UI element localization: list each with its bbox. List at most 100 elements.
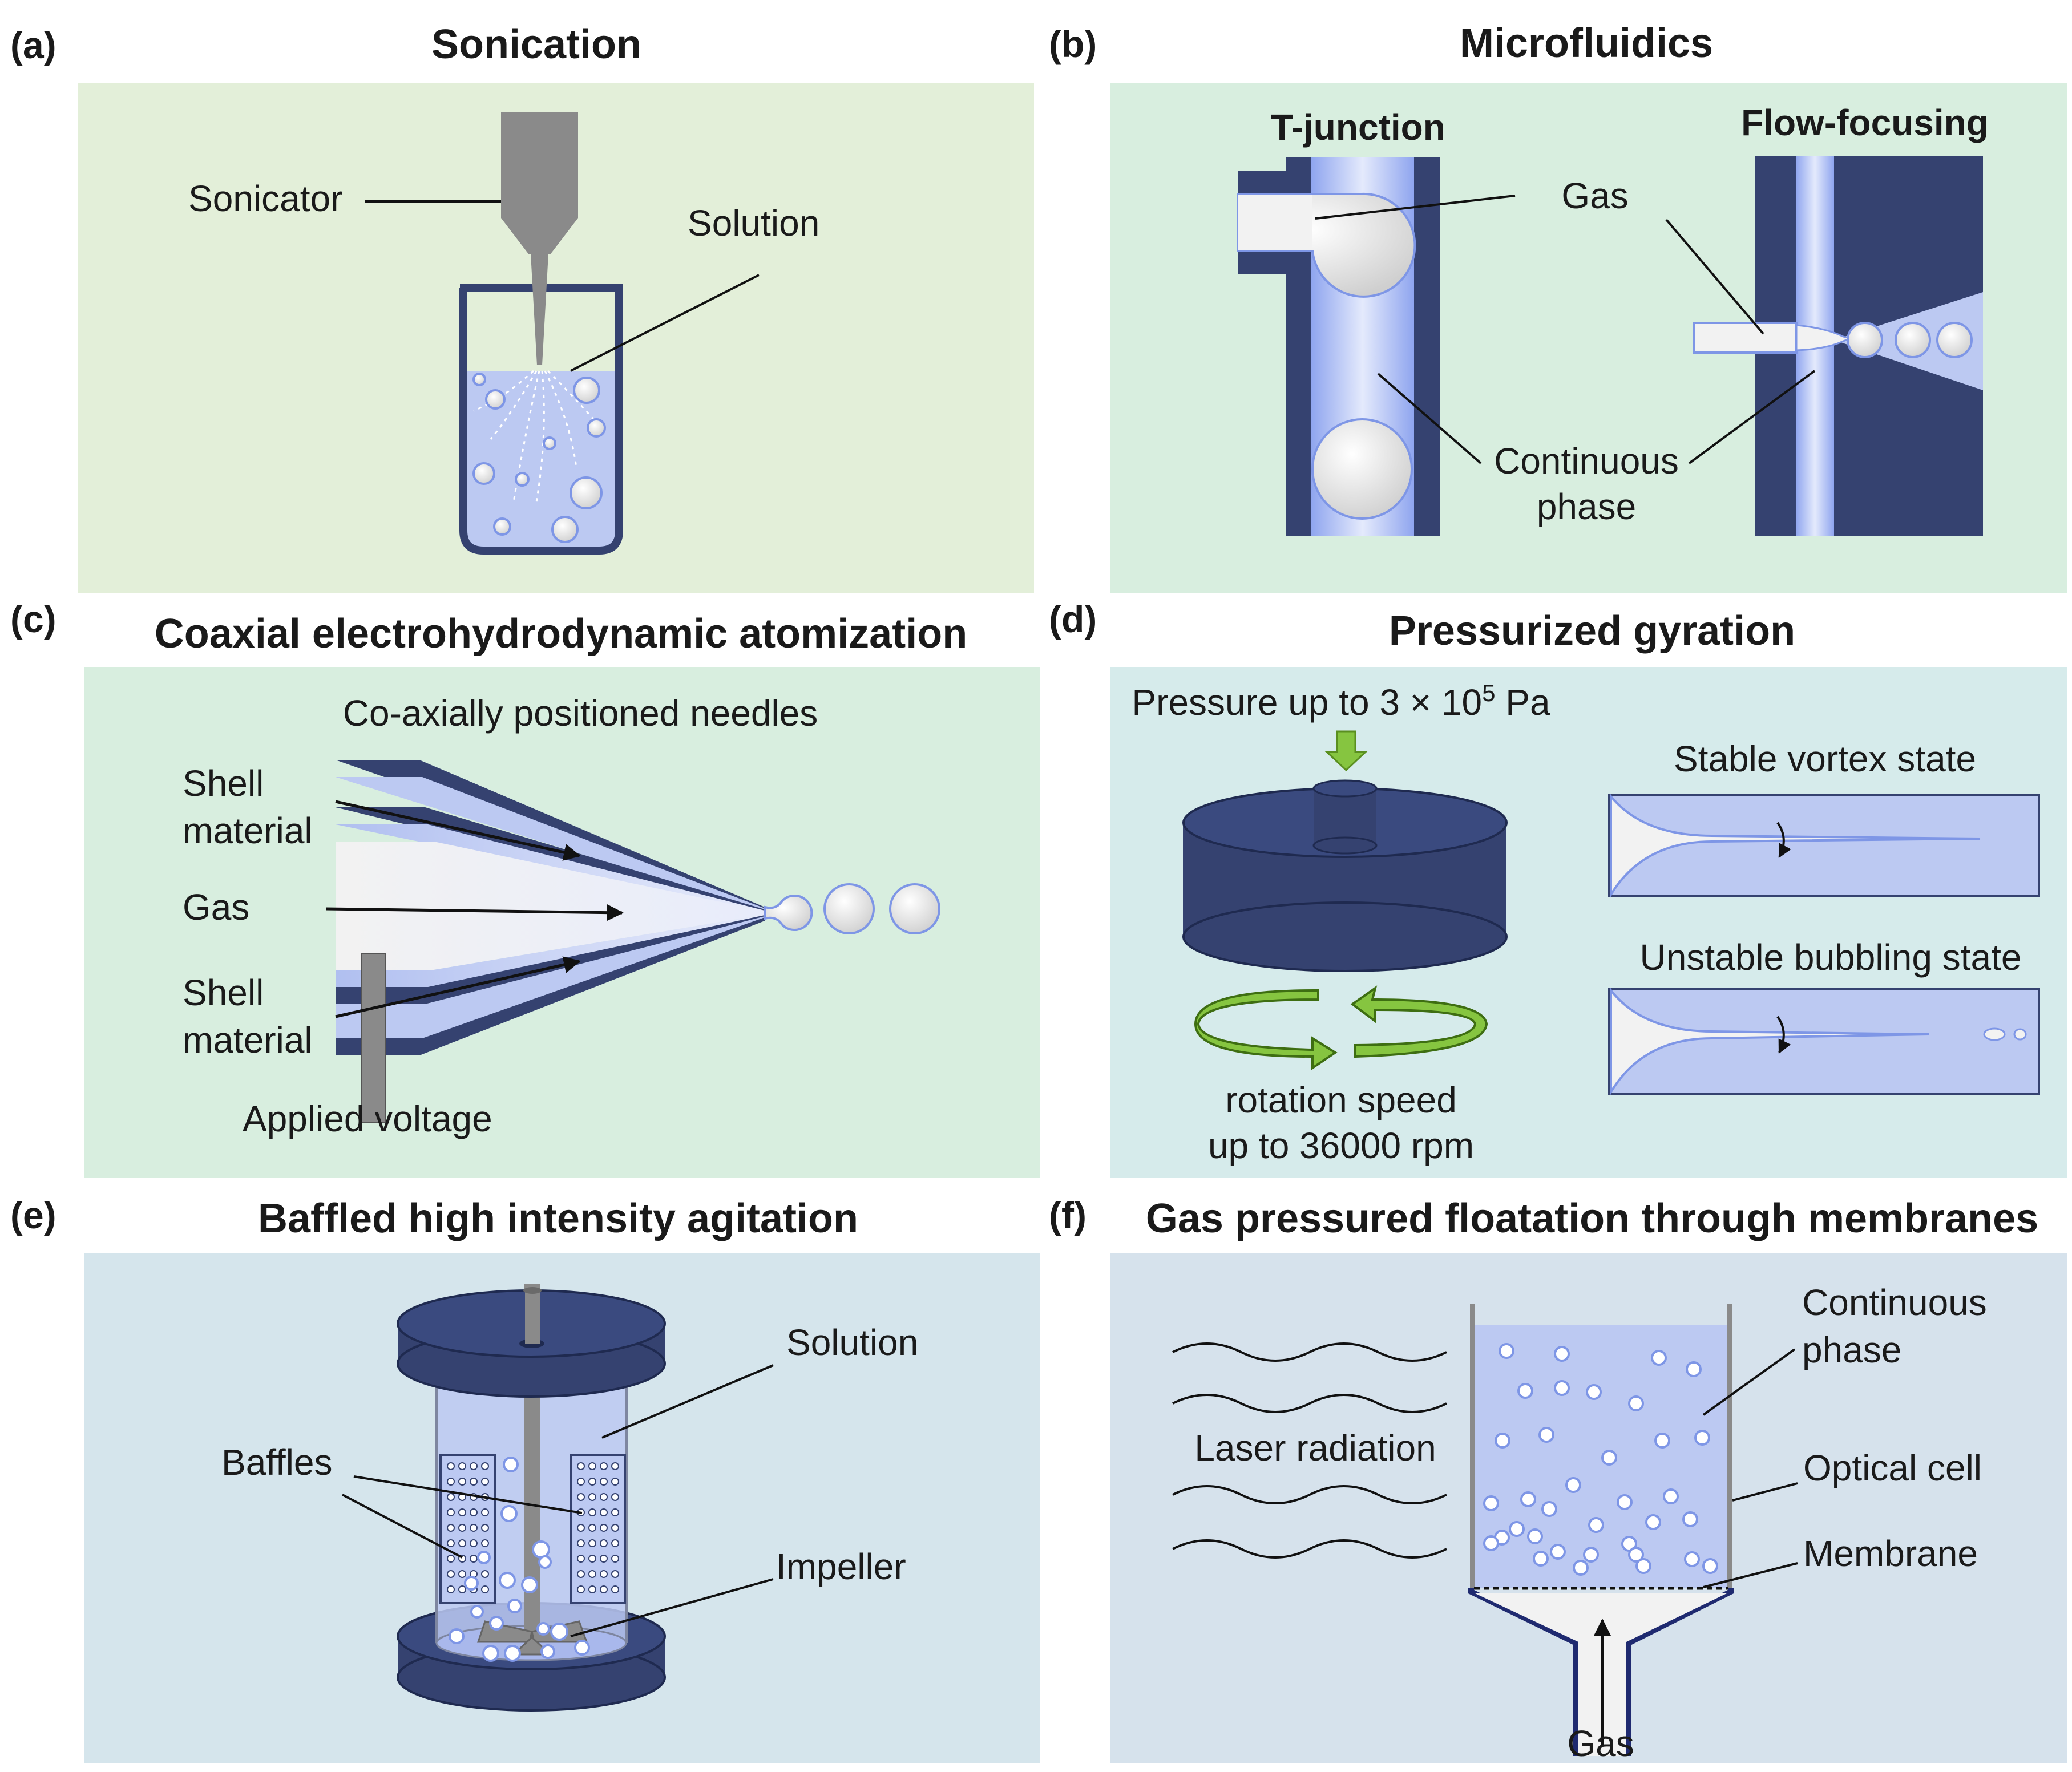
floatation-bubble [1628,1395,1644,1411]
baffles-leader-1 [353,1475,583,1514]
baffle-hole [447,1524,455,1532]
floatation-bubble [1517,1383,1533,1399]
baffle-hole [588,1585,596,1593]
floatation-bubble [1635,1558,1651,1574]
coaxial-needles [336,760,940,1055]
shell-bottom-label-line2: material [183,1019,313,1061]
baffle-hole [611,1462,619,1470]
unstable-state-label: Unstable bubbling state [1640,937,2022,978]
panel-d-title: Pressurized gyration [1389,608,1795,654]
floatation-bubble [1550,1544,1566,1560]
baffle-hole [611,1508,619,1516]
impeller-leader [570,1578,774,1637]
floatation-bubble [1588,1517,1604,1533]
baffle-hole [481,1585,489,1593]
floatation-bubble [1682,1511,1698,1527]
panel-f-title: Gas pressured floatation through membran… [1146,1196,2038,1241]
voltage-label: Applied voltage [243,1098,492,1139]
solution-leader-line-e [601,1364,774,1439]
baffle-hole [470,1555,478,1563]
baffle-hole [481,1478,489,1486]
agitation-bubble [507,1599,522,1613]
continuous-label-f-line1: Continuous [1802,1282,1987,1323]
floatation-bubbles [1483,1343,1718,1576]
floatation-bubble [1628,1547,1644,1563]
solution-label-a: Solution [688,203,819,244]
baffle-hole [600,1524,608,1532]
continuous-label-b-line1: Continuous [1494,440,1679,482]
floatation-bubble [1586,1384,1602,1400]
agitation-bubble [504,1645,521,1662]
solution-leader-line-a [570,274,760,372]
baffle-hole [481,1508,489,1516]
laser-waves [1172,1342,1447,1559]
laser-label: Laser radiation [1194,1427,1436,1468]
baffle-hole [588,1478,596,1486]
needles-label: Co-axially positioned needles [343,693,818,734]
shell-top-arrow [335,800,581,861]
agitation-bubble [540,1644,555,1659]
baffle-hole [447,1539,455,1547]
gas-label-b: Gas [1561,175,1628,216]
baffle-hole [447,1508,455,1516]
baffle-hole [611,1570,619,1578]
pressure-label-unit: Pa [1496,682,1550,723]
continuous-leader-ff [1688,370,1816,464]
baffle-hole [577,1524,585,1532]
baffle-hole [600,1555,608,1563]
gas-arrow-c [326,904,624,921]
continuous-label-f-line2: phase [1802,1329,1901,1370]
panel-c: (c) Coaxial electrohydrodynamic atomizat… [10,598,1040,1178]
rotation-label-line2: up to 36000 rpm [1208,1125,1474,1166]
continuous-leader-t [1377,373,1482,464]
gas-label-c: Gas [183,887,249,928]
agitation-bubble [464,1576,479,1591]
gas-label-f: Gas [1567,1723,1634,1764]
optical-cell [1468,1304,1734,1756]
baffle-hole [577,1539,585,1547]
baffle-hole [447,1555,455,1563]
floatation-bubble [1583,1547,1599,1563]
panel-a: (a) Sonication [10,22,1034,593]
floatation-bubble [1663,1488,1679,1504]
baffle-hole [600,1493,608,1501]
floatation-bubble [1483,1495,1499,1511]
sonication-bubbles [472,373,606,543]
panel-e-title: Baffled high intensity agitation [258,1196,858,1241]
unstable-bubbling-box [1608,987,2040,1097]
floatation-bubble [1684,1551,1700,1567]
baffle-hole [481,1570,489,1578]
gas-leader-ff [1665,219,1764,335]
flow-focusing-device [1693,156,1983,536]
membrane-label: Membrane [1803,1533,1978,1574]
baffle-hole [588,1493,596,1501]
floatation-bubble [1565,1477,1581,1493]
baffle-hole [458,1570,466,1578]
baffle-hole [611,1585,619,1593]
floatation-bubble [1645,1514,1661,1530]
baffle-hole [481,1524,489,1532]
baffle-hole [470,1478,478,1486]
panel-a-title: Sonication [431,22,641,67]
baffle-hole [600,1539,608,1547]
panel-b-letter: (b) [1049,23,1097,65]
floatation-bubble [1702,1558,1718,1574]
baffle-hole [611,1524,619,1532]
agitation-bubble [521,1576,538,1593]
floatation-bubble [1617,1494,1633,1510]
baffle-hole [470,1539,478,1547]
floatation-bubble [1499,1343,1514,1359]
impeller-label: Impeller [776,1546,906,1587]
floatation-bubble [1495,1433,1510,1449]
baffle-hole [577,1555,585,1563]
panel-c-letter: (c) [10,598,56,640]
agitation-bubble [574,1640,590,1656]
panel-d: (d) Pressurized gyration Pressure up to … [1049,598,2067,1178]
baffle-hole [588,1462,596,1470]
t-junction-device [1237,157,1440,536]
baffles-label: Baffles [221,1442,333,1483]
shell-top-label-line1: Shell [183,763,264,804]
agitation-bubble [449,1628,465,1644]
baffle-hole [458,1478,466,1486]
gas-leader-t [1315,195,1516,220]
